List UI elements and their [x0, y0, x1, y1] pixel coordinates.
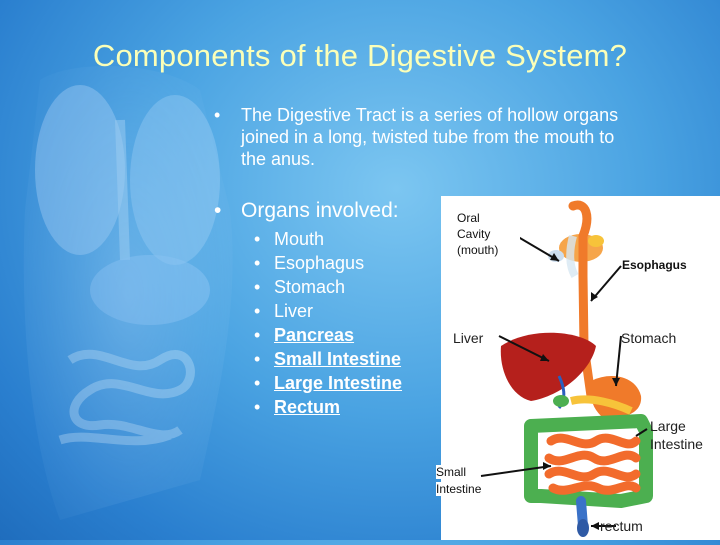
bullet-text: Organs involved:	[241, 199, 399, 222]
organ-link-pancreas[interactable]: Pancreas	[274, 325, 355, 345]
bullet-digestive-tract: • The Digestive Tract is a series of hol…	[214, 104, 634, 174]
oral-cavity-label-1: Oral	[457, 211, 480, 225]
oral-cavity-label-2: Cavity	[457, 227, 491, 241]
large-intestine-shape	[524, 414, 653, 508]
organ-link-large-intestine[interactable]: Large Intestine	[274, 373, 403, 393]
bullet-marker: •	[214, 105, 221, 125]
bullet-marker: •	[254, 397, 261, 417]
small-intestine-label-1: Small	[436, 465, 467, 479]
bullet-marker: •	[254, 373, 261, 393]
rectum-label: rectum	[600, 518, 643, 534]
oral-cavity-label-3: (mouth)	[457, 243, 499, 257]
bullet-marker: •	[254, 349, 261, 369]
bullet-text: The Digestive Tract is a series of hollo…	[241, 105, 619, 169]
liver-label: Liver	[453, 330, 484, 346]
bullet-marker: •	[254, 253, 261, 273]
stomach-label: Stomach	[621, 330, 677, 346]
pointer-arrowheads	[540, 253, 620, 530]
large-intestine-label-2: Intestine	[650, 436, 703, 452]
bullet-marker: •	[254, 325, 261, 345]
small-intestine-shape	[544, 433, 641, 495]
anatomy-background-image	[23, 66, 233, 521]
digestive-illustration	[480, 200, 653, 537]
organ-label: Mouth	[274, 229, 325, 249]
bullet-organs-involved: • Organs involved:	[214, 200, 444, 230]
bullet-marker: •	[254, 301, 261, 321]
small-intestine-label-2: Intestine	[436, 482, 482, 496]
esophagus-shape	[568, 200, 596, 401]
bullet-marker: •	[254, 229, 261, 249]
pointer-lines	[480, 230, 648, 527]
slide-title: Components of the Digestive System?	[92, 38, 628, 73]
organ-label: Liver	[274, 301, 314, 321]
bullet-marker: •	[214, 199, 222, 222]
large-intestine-label-1: Large	[650, 418, 686, 434]
organ-label: Stomach	[274, 277, 346, 297]
esophagus-label: Esophagus	[622, 258, 687, 272]
oral-cavity-label-box	[441, 196, 520, 276]
digestive-diagram	[441, 196, 720, 540]
organ-label: Esophagus	[274, 253, 365, 273]
organ-link-small-intestine[interactable]: Small Intestine	[274, 349, 402, 369]
bullet-marker: •	[254, 277, 261, 297]
organ-link-rectum[interactable]: Rectum	[274, 397, 341, 417]
